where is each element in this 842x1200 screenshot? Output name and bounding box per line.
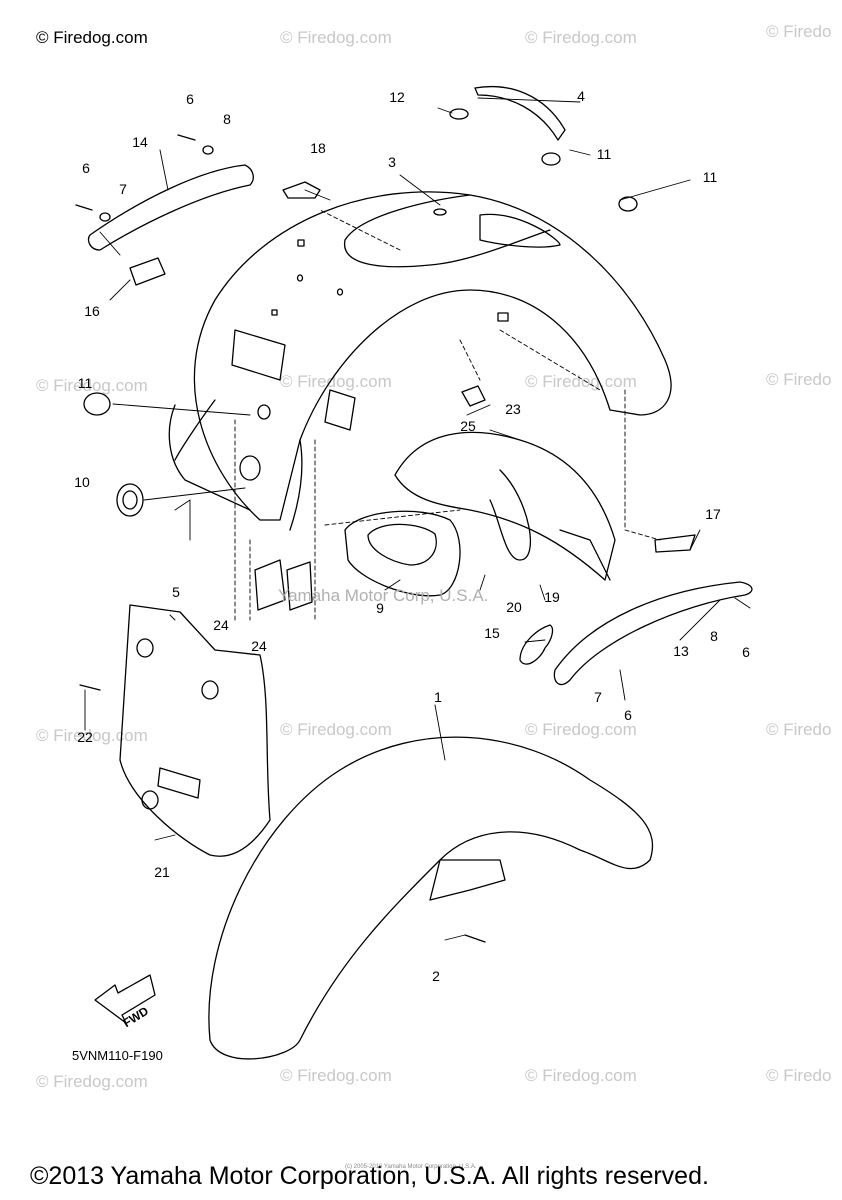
part-label: 9 [376,600,384,616]
part-label: 6 [186,91,194,107]
right-rail-part [554,582,752,685]
part-label: 16 [84,303,100,319]
part-label: 24 [251,638,267,654]
part-label: 8 [710,628,718,644]
left-rail-part [88,165,253,250]
part-label: 5 [172,584,180,600]
front-fender-part [209,737,653,1059]
firedog-watermark: © Firedog.com [525,28,637,47]
part-label: 6 [742,644,750,660]
firedog-watermark: © Firedo [766,1066,832,1085]
firedog-watermark: © Firedog.com [36,376,148,395]
part-label: 6 [82,160,90,176]
part-label: 11 [596,146,612,162]
part-label: 2 [432,968,440,984]
part-label: 24 [213,617,229,633]
plate-part [345,511,460,595]
firedog-watermark: © Firedog.com [280,28,392,47]
part-label: 13 [673,643,689,659]
part-label: 20 [506,599,522,615]
firedog-watermark: © Firedo [766,22,832,41]
side-cover-part [120,605,270,856]
part-label: 23 [505,401,521,417]
part-label: 25 [460,418,476,434]
part-label: 6 [624,707,632,723]
part-label: 1 [434,689,442,705]
part-label: 18 [310,140,326,156]
part-label: 4 [577,88,585,104]
firedog-watermark: © Firedo [766,370,832,389]
firedog-watermark: © Firedog.com [525,372,637,391]
part-label: 21 [154,864,170,880]
part-label: 7 [119,181,127,197]
firedog-watermark: © Firedog.com [280,372,392,391]
part-label: 14 [132,134,148,150]
rear-fender-part [194,192,671,520]
firedog-watermark: © Firedog.com [525,720,637,739]
diagram-code: 5VNM110-F190 [72,1048,163,1063]
inner-fender-part [395,432,615,580]
firedog-watermark: © Firedog.com [36,1072,148,1091]
yamaha-watermark: Yamaha Motor Corp, U.S.A. [278,586,489,605]
firedog-watermark: © Firedog.com [280,720,392,739]
fender-tip-part [475,87,565,140]
copyright-footer: ©2013 Yamaha Motor Corporation, U.S.A. A… [30,1162,709,1190]
part-label: 17 [705,506,721,522]
part-label: 7 [594,689,602,705]
part-label: 12 [389,89,405,105]
firedog-watermark: © Firedog.com [280,1066,392,1085]
firedog-watermark: © Firedog.com [36,726,148,745]
part-label: 19 [544,589,560,605]
firedog-watermark: © Firedog.com [525,1066,637,1085]
firedog-watermark: © Firedo [766,720,832,739]
tiny-copyright-notice: (c) 2005-2016 Yamaha Motor Corporation, … [345,1164,477,1170]
part-label: 22 [77,729,93,745]
part-label: 11 [702,169,718,185]
part-label: 15 [484,625,500,641]
part-label: 10 [74,474,90,490]
part-label: 8 [223,111,231,127]
firedog-watermark-main: © Firedog.com [36,28,148,47]
part-label: 3 [388,154,396,170]
part-label: 11 [77,375,93,391]
